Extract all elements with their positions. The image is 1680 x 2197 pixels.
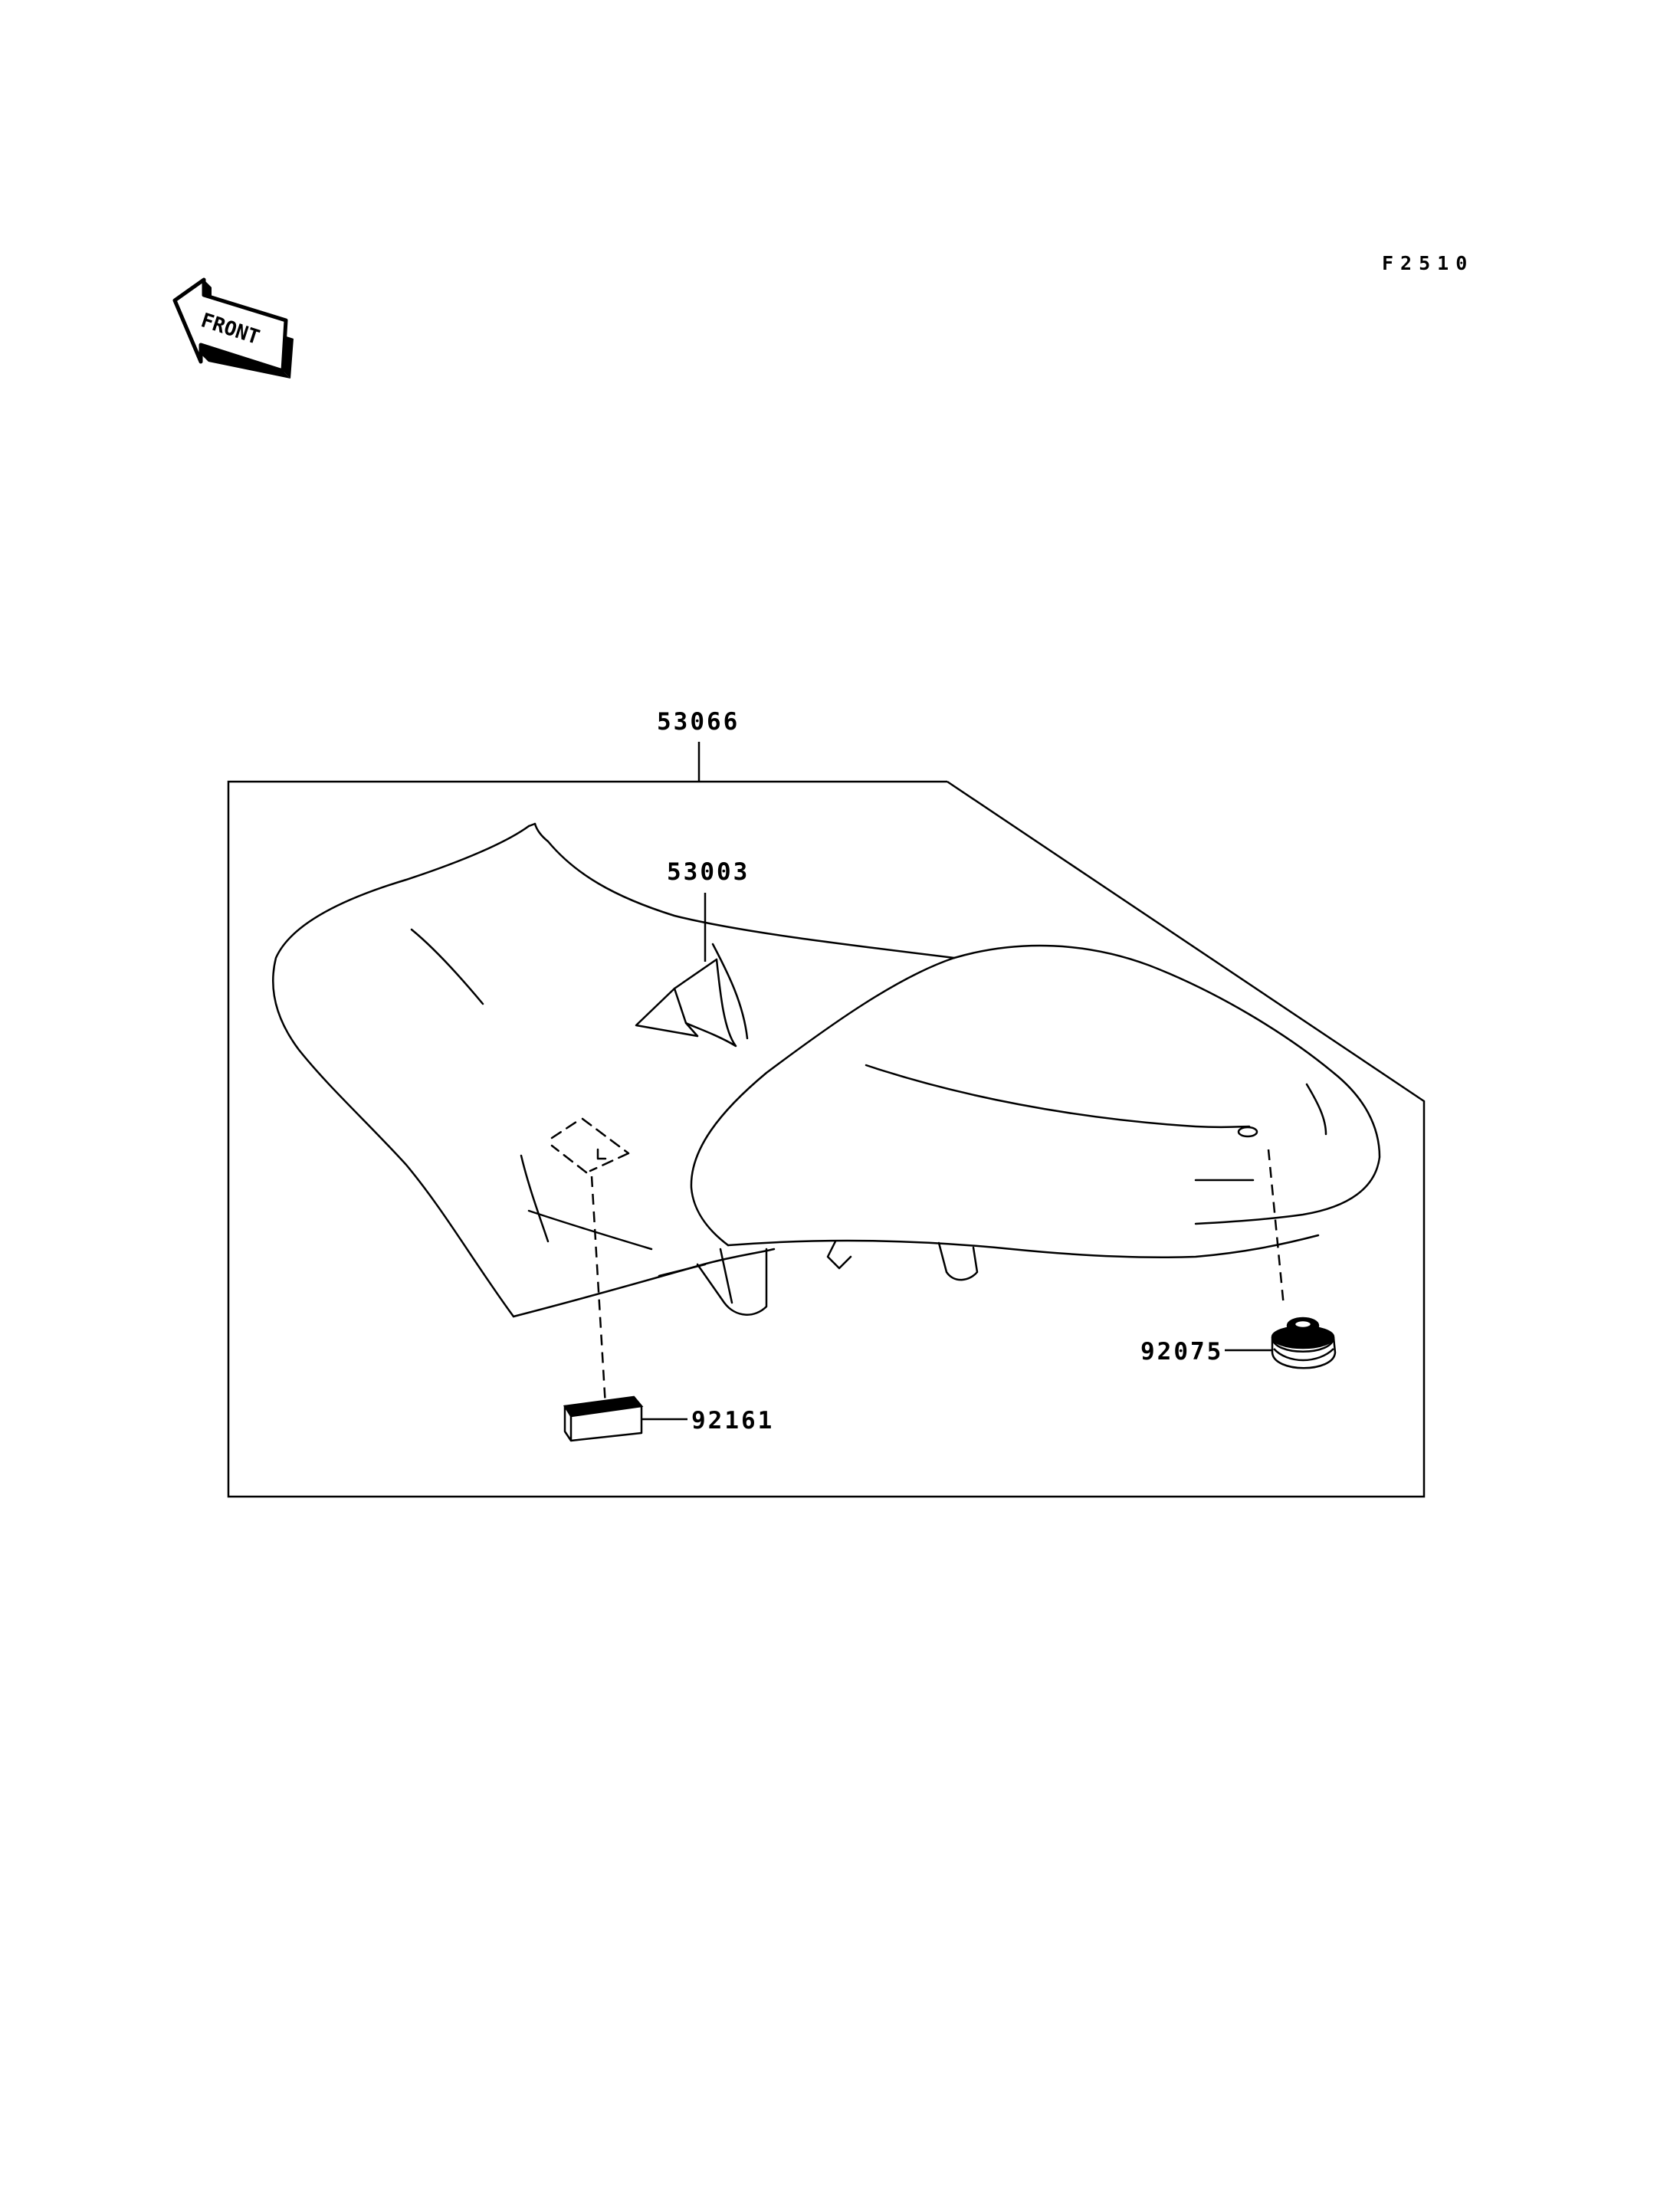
front-arrow-icon: FRONT: [172, 277, 294, 379]
seat: [272, 822, 1381, 1318]
label-92161: 92161: [691, 1407, 774, 1435]
label-92075: 92075: [1140, 1338, 1223, 1366]
label-53066: 53066: [657, 708, 740, 736]
cushion-pad: [563, 1395, 644, 1442]
damper-rubber: [1271, 1317, 1337, 1369]
figure-code: F2510: [1382, 252, 1474, 274]
label-53003: 53003: [667, 858, 750, 886]
assembly-outline: [227, 780, 1426, 1498]
